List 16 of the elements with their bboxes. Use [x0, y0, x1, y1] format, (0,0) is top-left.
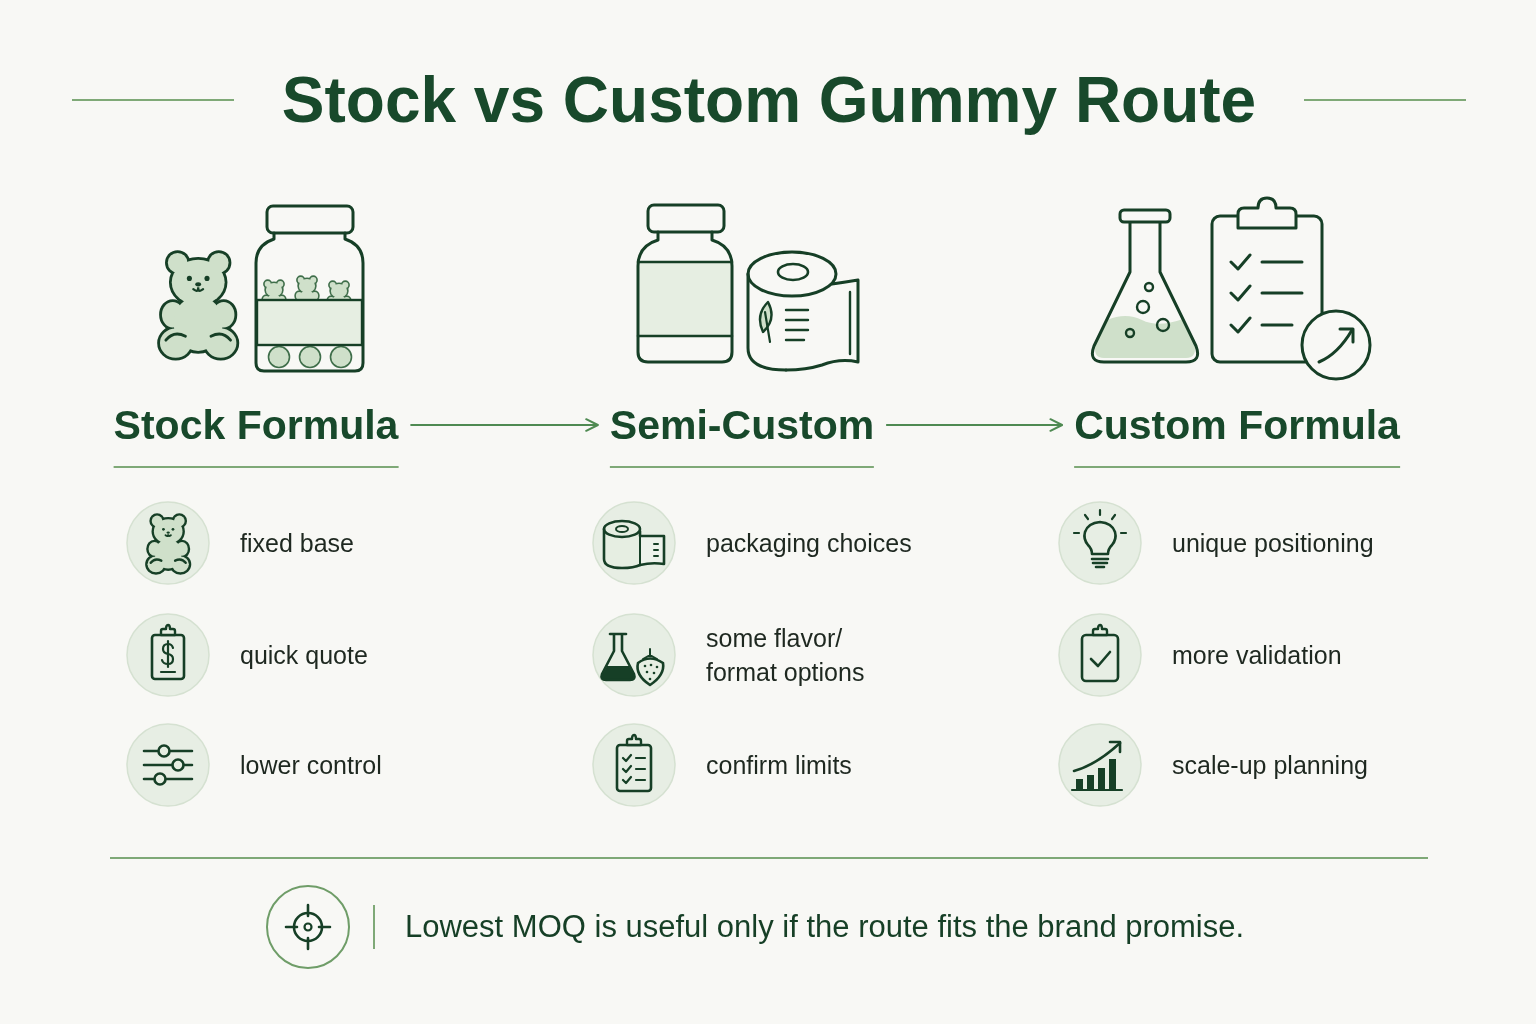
- item-label: some flavor/ format options: [706, 623, 866, 688]
- arrow: [885, 418, 1064, 432]
- item-label: packaging choices: [706, 528, 912, 559]
- column-heading: Custom Formula: [1074, 401, 1400, 468]
- item-label: fixed base: [240, 528, 354, 559]
- title: Stock vs Custom Gummy Route: [281, 63, 1257, 138]
- column-heading: Semi-Custom: [609, 401, 875, 468]
- item-label: scale-up planning: [1172, 750, 1368, 781]
- item-label: unique positioning: [1172, 528, 1374, 559]
- caption-text: Lowest MOQ is useful only if the route fits the brand promise.: [405, 908, 1245, 946]
- item-label: confirm limits: [706, 750, 852, 781]
- item-label: more validation: [1172, 640, 1342, 671]
- item-label: quick quote: [240, 640, 368, 671]
- arrow: [409, 418, 599, 432]
- column-heading: Stock Formula: [113, 401, 399, 468]
- item-label: lower control: [240, 750, 382, 781]
